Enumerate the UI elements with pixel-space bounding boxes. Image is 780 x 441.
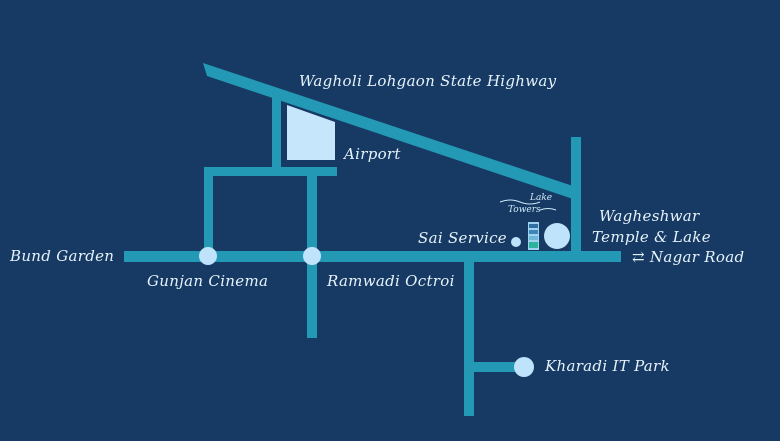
- wagheshwar-label-line1: Wagheshwar: [599, 207, 700, 225]
- wagheshwar-label-line2: Temple & Lake: [592, 228, 711, 246]
- lake-towers-building-icon: [528, 222, 539, 250]
- highway-road: [203, 63, 576, 200]
- nagar-road-label: ⇄ Nagar Road: [632, 248, 744, 266]
- airport-cross-road: [204, 167, 337, 176]
- kharadi-vertical-road: [464, 255, 474, 416]
- airport-block: [287, 105, 335, 160]
- left-vertical-road: [204, 167, 213, 257]
- main-road: [124, 251, 621, 262]
- kharadi-label: Kharadi IT Park: [544, 357, 670, 375]
- sai-service-node: [511, 237, 521, 247]
- airport-label: Airport: [342, 145, 401, 163]
- airport-connector-road: [272, 97, 281, 171]
- right-vertical-road: [571, 137, 581, 257]
- wagheshwar-node: [544, 223, 570, 249]
- kharadi-branch-road: [472, 362, 524, 372]
- sai-service-label: Sai Service: [418, 229, 507, 247]
- gunjan-cinema-node: [199, 247, 217, 265]
- kharadi-node: [514, 357, 534, 377]
- logo-line1: Lake: [529, 193, 552, 203]
- ramwadi-octroi-node: [303, 247, 321, 265]
- gunjan-cinema-label: Gunjan Cinema: [147, 272, 268, 290]
- highway-label: Wagholi Lohgaon State Highway: [299, 72, 557, 90]
- ramwadi-octroi-label: Ramwadi Octroi: [326, 272, 455, 290]
- lake-towers-logo: Lake Towers: [499, 193, 557, 215]
- bund-garden-label: Bund Garden: [9, 247, 114, 265]
- logo-line2: Towers: [508, 205, 541, 215]
